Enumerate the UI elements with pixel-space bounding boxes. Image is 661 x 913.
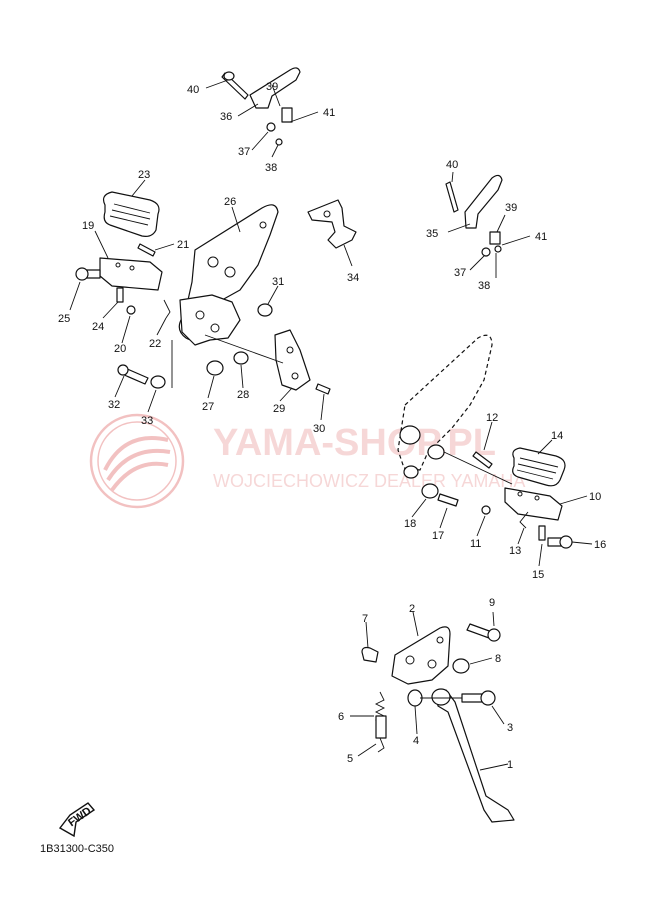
part-17-bolt [437, 493, 459, 507]
part-29-plate [274, 329, 311, 391]
part-36-bracket [249, 67, 301, 109]
part-28-collar [233, 351, 249, 365]
callout-30: 30 [313, 423, 325, 435]
part-26-lower-plate [179, 294, 241, 346]
part-33-washer [150, 375, 166, 389]
callout-32: 32 [108, 399, 120, 411]
callout-6: 6 [338, 711, 344, 723]
part-4-collar [407, 689, 423, 707]
part-14-footpeg-rubber [512, 447, 566, 487]
part-5-spring-cover [375, 715, 387, 739]
part-38b-washer [494, 245, 502, 253]
callout-31: 31 [272, 276, 284, 288]
callout-5: 5 [347, 753, 353, 765]
part-1-sidestand [435, 689, 515, 823]
part-34-bracket [307, 199, 357, 267]
part-19-footpeg [99, 257, 163, 291]
callout-4: 4 [413, 735, 419, 747]
callout-9: 9 [489, 597, 495, 609]
callout-36: 36 [220, 111, 232, 123]
callout-34: 34 [347, 272, 359, 284]
callout-40: 40 [187, 84, 199, 96]
callout-40b: 40 [446, 159, 458, 171]
part-37b-nut [481, 247, 491, 257]
part-18-washer [421, 483, 439, 499]
callout-15: 15 [532, 569, 544, 581]
callout-33: 33 [141, 415, 153, 427]
callout-18: 18 [404, 518, 416, 530]
part-15-screw [538, 525, 546, 541]
callout-3: 3 [507, 722, 513, 734]
part-bracket-dashed [397, 334, 493, 471]
part-21-bolt [137, 243, 156, 257]
part-3-bolt [461, 693, 483, 703]
callout-38: 38 [265, 162, 277, 174]
callout-20: 20 [114, 343, 126, 355]
part-30-screw [315, 383, 331, 395]
callout-12: 12 [486, 412, 498, 424]
part-38-washer [275, 138, 283, 146]
callout-10: 10 [589, 491, 601, 503]
callout-2: 2 [409, 603, 415, 615]
callout-25: 25 [58, 313, 70, 325]
watermark-title: YAMA-SHOP.PL [213, 422, 496, 464]
callout-13: 13 [509, 545, 521, 557]
callout-labels: 40 39 36 41 37 38 40 39 35 41 37 38 34 2… [58, 81, 606, 771]
part-39-clip [281, 107, 293, 123]
callout-38b: 38 [478, 280, 490, 292]
part-37-nut [266, 122, 276, 132]
diagram-code: 1B31300-C350 [40, 843, 115, 855]
callout-16: 16 [594, 539, 606, 551]
callout-14: 14 [551, 430, 563, 442]
part-11-nut [481, 505, 491, 515]
part-35-bracket [464, 174, 503, 229]
part-8-washer [452, 658, 470, 674]
callout-19: 19 [82, 220, 94, 232]
callout-29: 29 [273, 403, 285, 415]
part-40b-bolt [445, 181, 459, 213]
assembly-sidestand [350, 611, 515, 823]
callout-7: 7 [362, 613, 368, 625]
part-22-spring [163, 299, 171, 319]
part-27-collar [206, 360, 224, 376]
callout-39b: 39 [505, 202, 517, 214]
callout-21: 21 [177, 239, 189, 251]
part-13-spring [519, 511, 529, 529]
part-39b-clip [489, 231, 501, 245]
fwd-arrow-icon: FWD [58, 802, 96, 838]
assembly-left-bracket [114, 204, 331, 421]
callout-28: 28 [237, 389, 249, 401]
callout-11: 11 [470, 538, 481, 550]
callout-1: 1 [507, 759, 513, 771]
part-12-bolt [472, 451, 493, 469]
callout-8: 8 [495, 653, 501, 665]
watermark: YAMA-SHOP.PL WOJCIECHOWICZ DEALER YAMAHA [89, 413, 525, 509]
assembly-right-footrest [397, 334, 593, 567]
part-31-collar [257, 303, 273, 317]
part-10-footpeg [504, 487, 563, 521]
callout-17: 17 [432, 530, 444, 542]
assembly-top-center [205, 67, 319, 158]
watermark-subtitle: WOJCIECHOWICZ DEALER YAMAHA [213, 471, 525, 491]
callout-23: 23 [138, 169, 150, 181]
assembly-left-footrest [69, 179, 175, 344]
callout-41: 41 [323, 107, 335, 119]
watermark-logo-icon [89, 413, 185, 509]
callout-22: 22 [149, 338, 161, 350]
part-20-nut [126, 305, 136, 315]
callout-39: 39 [266, 81, 278, 93]
callout-41b: 41 [535, 231, 547, 243]
part-2-bracket [391, 626, 451, 685]
callout-27: 27 [202, 401, 214, 413]
callout-24: 24 [92, 321, 104, 333]
part-7-clip [361, 646, 379, 663]
callout-37: 37 [238, 146, 250, 158]
callout-26: 26 [224, 196, 236, 208]
callout-35: 35 [426, 228, 438, 240]
assembly-top-right [445, 171, 531, 278]
part-24-screw [116, 287, 124, 303]
callout-37b: 37 [454, 267, 466, 279]
